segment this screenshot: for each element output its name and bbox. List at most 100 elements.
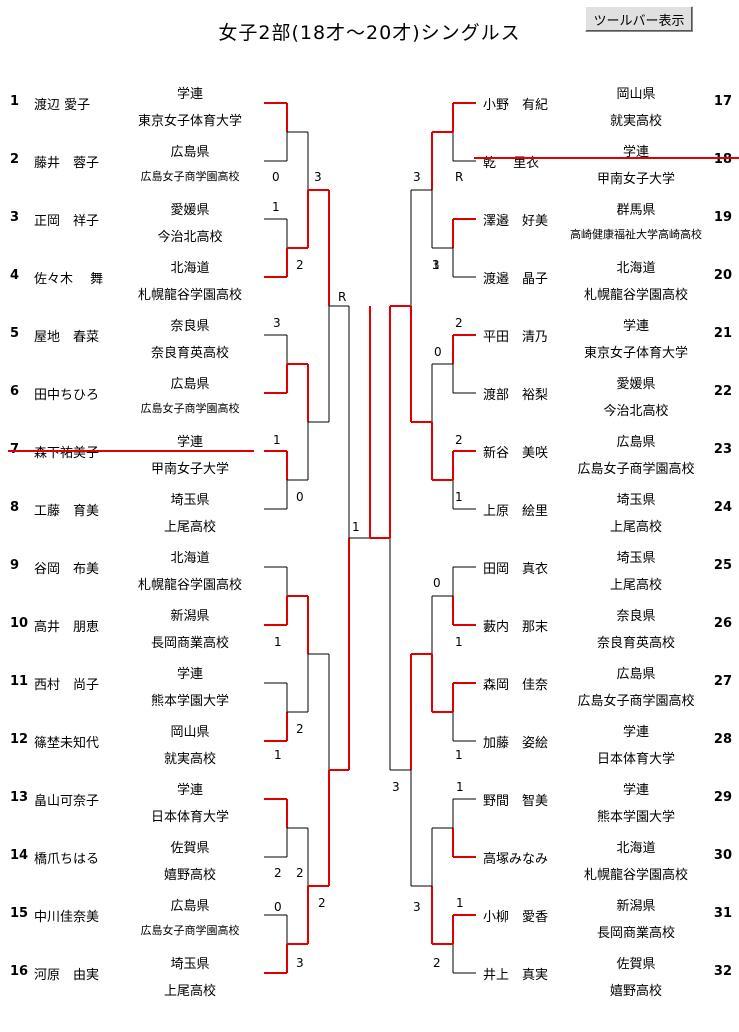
- seed-number: 13: [10, 790, 29, 805]
- match-score: 2: [296, 722, 304, 736]
- player-school: 甲南女子大学: [150, 462, 229, 477]
- player-prefecture: 埼玉県: [170, 493, 210, 508]
- player-name: 平田 清乃: [483, 330, 549, 345]
- seed-number: 25: [713, 558, 732, 573]
- seed-number: 31: [713, 906, 732, 921]
- seed-number: 18: [713, 152, 732, 167]
- match-score: 2: [296, 866, 304, 880]
- player-school: 高崎健康福祉大学高崎高校: [570, 228, 702, 241]
- match-score: 1: [352, 520, 360, 534]
- player-prefecture: 北海道: [616, 841, 656, 856]
- player-school: 熊本学園大学: [596, 810, 675, 825]
- player-prefecture: 愛媛県: [170, 203, 210, 218]
- match-score: 1: [455, 490, 463, 504]
- match-score: 1: [272, 200, 280, 214]
- match-score: 3: [413, 900, 421, 914]
- match-score: 3: [413, 170, 421, 184]
- player-school: 今治北高校: [603, 404, 669, 419]
- match-score: 0: [296, 490, 304, 504]
- match-score: 0: [433, 576, 441, 590]
- player-prefecture: 奈良県: [616, 609, 656, 624]
- seed-number: 23: [713, 442, 732, 457]
- seed-number: 11: [10, 674, 29, 689]
- player-name: 小柳 愛香: [483, 910, 549, 925]
- player-school: 上尾高校: [163, 984, 216, 999]
- match-score: 1: [455, 748, 463, 762]
- seed-number: 15: [10, 906, 29, 921]
- player-school: 嬉野高校: [609, 984, 662, 999]
- seed-number: 22: [713, 384, 732, 399]
- seed-number: 19: [713, 210, 732, 225]
- player-school: 就実高校: [163, 752, 216, 767]
- player-prefecture: 岡山県: [616, 87, 656, 102]
- match-score: 3: [314, 170, 322, 184]
- player-prefecture: 学連: [176, 667, 203, 682]
- toolbar-toggle-button[interactable]: ツールバー表示: [585, 6, 693, 32]
- match-score: 1: [456, 780, 464, 794]
- player-name: 中川佳奈美: [34, 910, 100, 925]
- match-score: 1: [456, 896, 464, 910]
- match-score: R: [338, 290, 347, 304]
- player-school: 札幌龍谷学園高校: [137, 578, 242, 593]
- match-score: 0: [272, 170, 280, 184]
- player-school: 広島女子商学園高校: [577, 694, 695, 709]
- player-prefecture: 北海道: [170, 261, 210, 276]
- player-name: 橋爪ちはる: [34, 852, 100, 867]
- player-school: 長岡商業高校: [150, 636, 229, 651]
- seed-number: 21: [713, 326, 732, 341]
- player-prefecture: 広島県: [170, 145, 210, 160]
- player-name: 新谷 美咲: [483, 446, 549, 461]
- match-score: 2: [455, 316, 463, 330]
- player-name: 谷岡 布美: [34, 562, 100, 577]
- player-name: 正岡 祥子: [34, 214, 100, 229]
- player-prefecture: 埼玉県: [170, 957, 210, 972]
- player-prefecture: 埼玉県: [616, 493, 656, 508]
- player-prefecture: 北海道: [616, 261, 656, 276]
- player-name: 乾 里衣: [483, 156, 540, 171]
- player-name: 田中ちひろ: [34, 388, 100, 403]
- player-name: 藤井 蓉子: [34, 156, 100, 171]
- player-school: 広島女子商学園高校: [577, 462, 695, 477]
- player-school: 上尾高校: [163, 520, 216, 535]
- player-name: 森下祐美子: [34, 446, 100, 461]
- player-prefecture: 新潟県: [170, 609, 210, 624]
- page-title: 女子2部(18才～20才)シングルス: [218, 22, 521, 44]
- player-prefecture: 広島県: [616, 667, 656, 682]
- player-school: 東京女子体育大学: [583, 346, 688, 361]
- seed-number: 16: [10, 964, 29, 979]
- player-school: 東京女子体育大学: [137, 114, 242, 129]
- seed-number: 27: [713, 674, 732, 689]
- player-school: 札幌龍谷学園高校: [583, 288, 688, 303]
- player-name: 西村 尚子: [34, 678, 100, 693]
- match-score: 0: [274, 900, 282, 914]
- player-name: 藪内 那末: [483, 620, 549, 635]
- seed-number: 26: [713, 616, 732, 631]
- player-school: 長岡商業高校: [596, 926, 675, 941]
- player-school: 上尾高校: [609, 520, 662, 535]
- player-school: 就実高校: [609, 114, 662, 129]
- match-score: 0: [434, 345, 442, 359]
- player-name: 渡辺 愛子: [34, 98, 91, 113]
- match-score: 3: [432, 258, 440, 272]
- player-name: 工藤 育美: [34, 504, 100, 519]
- player-name: 河原 由実: [34, 968, 100, 983]
- player-school: 札幌龍谷学園高校: [583, 868, 688, 883]
- seed-number: 10: [10, 616, 29, 631]
- player-name: 高井 朋恵: [34, 620, 100, 635]
- seed-number: 3: [10, 210, 20, 225]
- player-prefecture: 埼玉県: [616, 551, 656, 566]
- match-score: 3: [392, 780, 400, 794]
- seed-number: 7: [10, 442, 20, 457]
- seed-number: 24: [713, 500, 732, 515]
- match-score: 2: [274, 866, 282, 880]
- player-name: 渡邉 晶子: [483, 272, 549, 287]
- player-prefecture: 佐賀県: [616, 957, 656, 972]
- seed-number: 14: [10, 848, 29, 863]
- player-school: 嬉野高校: [163, 868, 216, 883]
- seed-number: 12: [10, 732, 29, 747]
- player-name: 屋地 春菜: [34, 330, 100, 345]
- player-school: 今治北高校: [157, 230, 223, 245]
- player-name: 森岡 佳奈: [483, 678, 549, 693]
- player-school: 札幌龍谷学園高校: [137, 288, 242, 303]
